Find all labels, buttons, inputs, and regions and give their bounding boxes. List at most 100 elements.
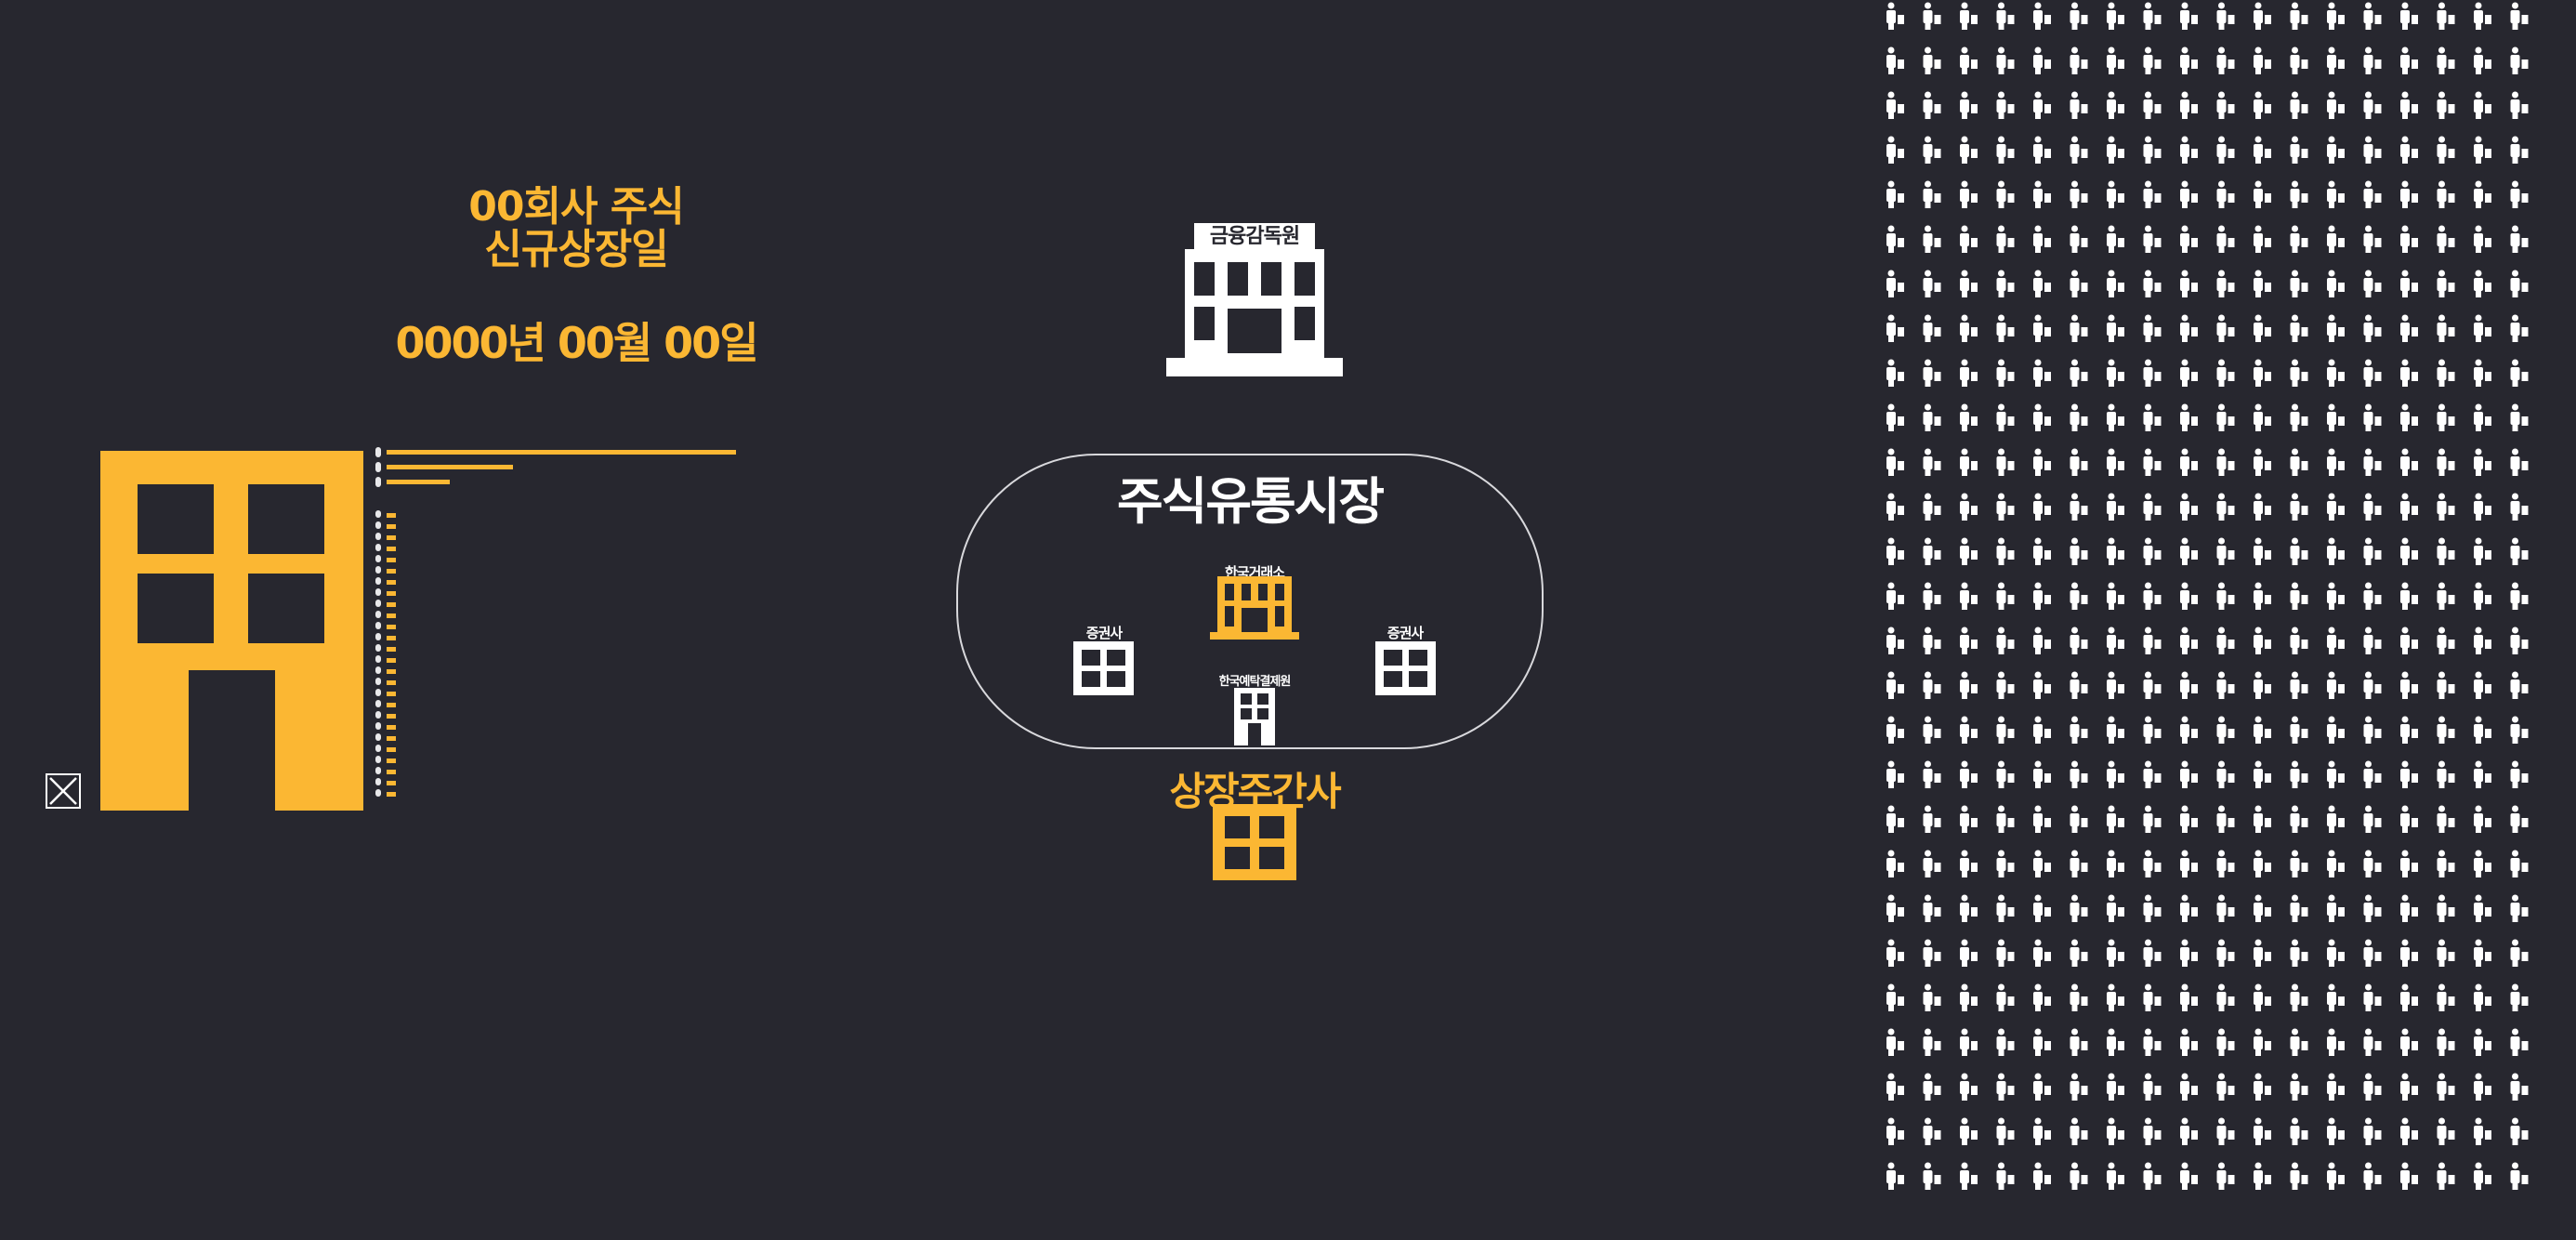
investor-person-icon xyxy=(2107,760,2124,788)
investor-person-icon xyxy=(2474,582,2491,610)
investor-person-icon xyxy=(2400,180,2418,208)
investor-person-icon xyxy=(2400,850,2418,877)
investor-person-icon xyxy=(2437,1117,2455,1145)
investor-person-icon xyxy=(2290,136,2308,164)
investor-person-icon xyxy=(2033,46,2051,74)
shareholder-dash xyxy=(387,692,396,696)
investor-person-icon xyxy=(2216,1028,2235,1056)
investor-person-icon xyxy=(2290,627,2308,654)
investor-person-icon xyxy=(2070,270,2088,297)
investor-person-icon xyxy=(1886,448,1904,476)
shareholder-dot xyxy=(375,555,381,562)
investor-person-icon xyxy=(1996,91,2015,119)
investor-person-icon xyxy=(2400,1117,2418,1145)
investor-person-icon xyxy=(2180,180,2198,208)
investor-person-icon xyxy=(2216,537,2235,565)
investor-person-icon xyxy=(2363,46,2382,74)
investor-person-icon xyxy=(2180,225,2198,253)
investor-person-icon xyxy=(2363,225,2382,253)
investor-person-icon xyxy=(1996,1162,2015,1190)
investor-person-icon xyxy=(2254,582,2271,610)
investor-person-icon xyxy=(2143,850,2162,877)
investor-person-icon xyxy=(1923,1162,1941,1190)
investor-person-icon xyxy=(2070,493,2088,521)
investor-person-icon xyxy=(2474,46,2491,74)
broker-right-label: 증권사 xyxy=(1387,625,1424,641)
company-building-icon xyxy=(100,451,363,811)
investor-person-icon xyxy=(1886,671,1904,699)
investor-person-icon xyxy=(2216,225,2235,253)
shareholder-dash xyxy=(387,647,396,652)
investor-person-icon xyxy=(1886,760,1904,788)
shareholder-dot xyxy=(375,789,381,797)
shareholder-dash xyxy=(387,770,396,774)
investor-person-icon xyxy=(2070,46,2088,74)
investor-person-icon xyxy=(1923,537,1941,565)
investor-person-icon xyxy=(2363,716,2382,744)
investor-person-icon xyxy=(2070,1117,2088,1145)
investor-person-icon xyxy=(2363,537,2382,565)
investor-person-icon xyxy=(2180,537,2198,565)
investor-person-icon xyxy=(2033,91,2051,119)
investor-person-icon xyxy=(2143,716,2162,744)
company-title-line1: 00회사 주식 xyxy=(468,183,684,231)
shareholder-dot xyxy=(375,700,381,707)
investor-person-icon xyxy=(2033,716,2051,744)
investor-person-icon xyxy=(2254,1073,2271,1101)
investor-person-icon xyxy=(1923,627,1941,654)
investor-person-icon xyxy=(2033,1073,2051,1101)
investor-person-icon xyxy=(1996,582,2015,610)
investor-person-icon xyxy=(2107,1162,2124,1190)
investor-person-icon xyxy=(2180,2,2198,30)
investor-person-icon xyxy=(2290,359,2308,387)
investor-person-icon xyxy=(2254,716,2271,744)
shareholder-dot xyxy=(375,689,381,696)
investor-person-icon xyxy=(2327,850,2345,877)
shareholder-dash xyxy=(387,524,396,529)
investor-person-icon xyxy=(2474,2,2491,30)
investor-person-icon xyxy=(1996,1073,2015,1101)
investor-person-icon xyxy=(1923,671,1941,699)
investor-person-icon xyxy=(2363,805,2382,833)
close-box-icon[interactable] xyxy=(46,773,81,809)
investor-person-icon xyxy=(2363,671,2382,699)
investor-person-icon xyxy=(2327,46,2345,74)
investor-person-icon xyxy=(1886,1028,1904,1056)
investor-person-icon xyxy=(2474,448,2491,476)
investor-person-icon xyxy=(2400,1162,2418,1190)
shareholder-dot xyxy=(375,778,381,785)
investor-person-icon xyxy=(2107,91,2124,119)
investor-person-icon xyxy=(2290,983,2308,1011)
investor-person-icon xyxy=(1960,894,1978,922)
investor-person-icon xyxy=(2363,760,2382,788)
investor-person-icon xyxy=(2070,850,2088,877)
investor-person-icon xyxy=(1886,2,1904,30)
investor-person-icon xyxy=(2327,403,2345,431)
investor-person-icon xyxy=(1886,91,1904,119)
investor-person-icon xyxy=(1923,760,1941,788)
investor-person-icon xyxy=(1996,894,2015,922)
investor-person-icon xyxy=(1996,46,2015,74)
investor-person-icon xyxy=(2474,939,2491,967)
investor-person-icon xyxy=(2363,582,2382,610)
investor-person-icon xyxy=(2254,180,2271,208)
investor-person-icon xyxy=(2254,805,2271,833)
shareholder-dash xyxy=(387,613,396,618)
company-listing-title: 00회사 주식 신규상장일 xyxy=(353,186,799,271)
investor-person-icon xyxy=(2070,180,2088,208)
investor-person-icon xyxy=(2107,46,2124,74)
investor-person-icon xyxy=(2254,894,2271,922)
broker-building-icon xyxy=(1073,641,1134,695)
investor-person-icon xyxy=(2216,314,2235,342)
investor-person-icon xyxy=(1960,493,1978,521)
investor-person-icon xyxy=(2327,448,2345,476)
investor-person-icon xyxy=(2400,493,2418,521)
investor-person-icon xyxy=(2033,805,2051,833)
investor-person-icon xyxy=(2143,448,2162,476)
shareholder-dot xyxy=(375,600,381,607)
investor-person-icon xyxy=(2070,716,2088,744)
investor-person-icon xyxy=(1923,939,1941,967)
investor-person-icon xyxy=(1923,136,1941,164)
investor-person-icon xyxy=(2290,1117,2308,1145)
investor-person-icon xyxy=(1960,582,1978,610)
